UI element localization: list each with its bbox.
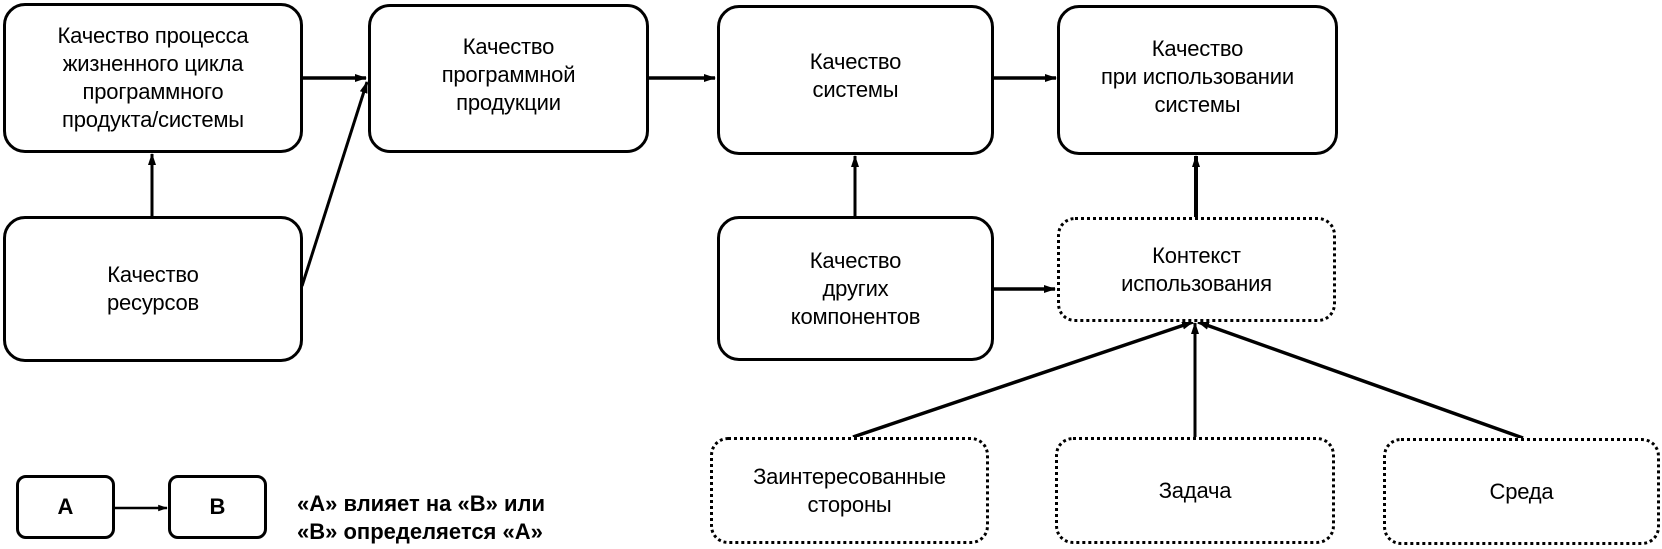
legend-text: «А» влияет на «В» или «В» определяется «… bbox=[297, 491, 546, 544]
node-label: Качество системы bbox=[809, 49, 902, 102]
node-system-quality: Качество системы bbox=[717, 5, 994, 155]
node-label: Качество при использовании системы bbox=[1101, 36, 1294, 117]
legend-box-b-label: B bbox=[209, 494, 226, 519]
node-label: Контекст использования bbox=[1121, 242, 1272, 296]
node-software-quality: Качество программной продукции bbox=[368, 4, 649, 153]
edge-environment-to-context bbox=[1197, 320, 1524, 440]
node-other-components-quality: Качество других компонентов bbox=[717, 216, 994, 361]
legend-box-a: A bbox=[16, 475, 115, 539]
node-label: Заинтересованные стороны bbox=[753, 463, 946, 517]
edge-resources-to-software bbox=[300, 81, 369, 287]
node-task: Задача bbox=[1055, 437, 1335, 544]
node-process-quality: Качество процесса жизненного цикла прогр… bbox=[3, 3, 303, 153]
node-label: Среда bbox=[1489, 478, 1554, 504]
legend-box-b: B bbox=[168, 475, 267, 539]
node-quality-in-use: Качество при использовании системы bbox=[1057, 5, 1338, 155]
legend-box-a-label: A bbox=[57, 494, 74, 519]
node-label: Задача bbox=[1158, 477, 1232, 503]
node-label: Качество ресурсов bbox=[106, 262, 200, 315]
node-label: Качество других компонентов bbox=[790, 247, 921, 329]
node-label: Качество процесса жизненного цикла прогр… bbox=[57, 23, 249, 132]
node-environment: Среда bbox=[1383, 438, 1660, 545]
node-stakeholders: Заинтересованные стороны bbox=[710, 437, 989, 544]
node-context-of-use: Контекст использования bbox=[1057, 217, 1336, 322]
edge-stakeholders-to-context bbox=[852, 320, 1194, 439]
node-resource-quality: Качество ресурсов bbox=[3, 216, 303, 362]
node-label: Качество программной продукции bbox=[441, 34, 576, 115]
